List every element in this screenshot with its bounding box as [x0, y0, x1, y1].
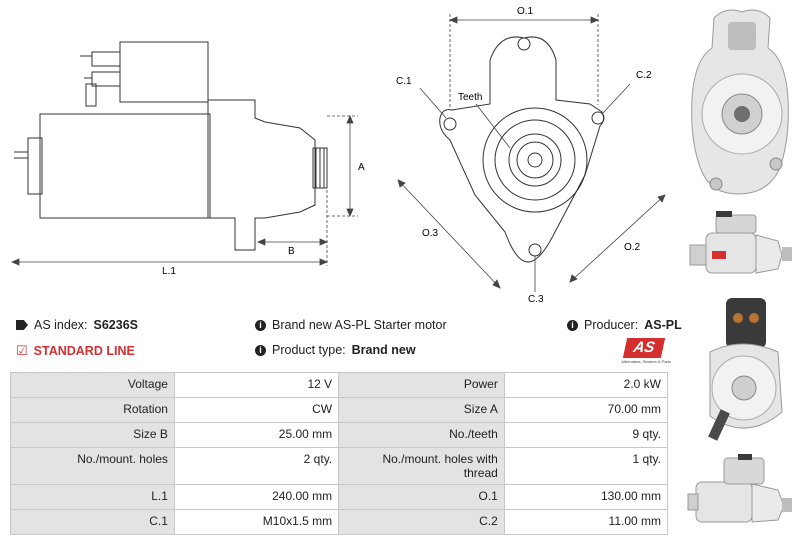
- spec-label: No./mount. holes with thread: [338, 447, 505, 485]
- spec-label: No./mount. holes: [10, 447, 175, 485]
- checkbox-icon: ☑: [16, 343, 28, 358]
- as-index-value: S6236S: [93, 318, 138, 332]
- spec-value: CW: [173, 397, 340, 423]
- spec-value: 11.00 mm: [503, 509, 669, 535]
- label-b: B: [288, 246, 295, 257]
- producer-label: Producer:: [584, 318, 639, 332]
- product-type-value: Brand new: [351, 343, 416, 357]
- product-type-row: i Product type: Brand new: [255, 343, 416, 357]
- label-teeth: Teeth: [458, 92, 482, 103]
- side-view-drawing: A B L.1: [10, 41, 365, 277]
- logo-tagline: Alternators, Starters & Parts: [621, 359, 671, 364]
- producer-value: AS-PL: [644, 318, 682, 332]
- spec-value: 2 qty.: [173, 447, 340, 485]
- spec-label: No./teeth: [338, 422, 505, 448]
- spec-value: 12 V: [173, 372, 340, 398]
- as-index-row: AS index: S6236S: [16, 318, 138, 332]
- spec-label: C.2: [338, 509, 505, 535]
- info-icon: i: [255, 344, 266, 356]
- label-o2: O.2: [624, 242, 641, 253]
- spec-label: O.1: [338, 484, 505, 510]
- spec-label: C.1: [10, 509, 175, 535]
- description-row: i Brand new AS-PL Starter motor: [255, 318, 447, 332]
- spec-label: Rotation: [10, 397, 175, 423]
- spec-value: 9 qty.: [503, 422, 669, 448]
- product-photo-side: [689, 211, 792, 274]
- spec-value: 130.00 mm: [503, 484, 669, 510]
- label-c1: C.1: [396, 76, 412, 87]
- label-o3: O.3: [422, 228, 439, 239]
- standard-line-row: ☑ STANDARD LINE: [16, 343, 135, 359]
- spec-label: Voltage: [10, 372, 175, 398]
- label-c2: C.2: [636, 70, 652, 81]
- tag-icon: [16, 320, 28, 330]
- product-photo-angle: [687, 454, 792, 523]
- spec-label: L.1: [10, 484, 175, 510]
- spec-value: 25.00 mm: [173, 422, 340, 448]
- info-icon: i: [567, 319, 578, 331]
- logo-mark: AS: [622, 338, 666, 358]
- product-description: Brand new AS-PL Starter motor: [272, 318, 447, 332]
- producer-row: i Producer: AS-PL: [567, 318, 682, 332]
- label-l1: L.1: [162, 266, 176, 277]
- spec-value: M10x1.5 mm: [173, 509, 340, 535]
- spec-value: 240.00 mm: [173, 484, 340, 510]
- as-index-label: AS index:: [34, 318, 88, 332]
- as-pl-logo: AS Alternators, Starters & Parts: [605, 338, 671, 366]
- label-c3: C.3: [528, 294, 544, 305]
- spec-value: 1 qty.: [503, 447, 669, 485]
- product-type-label: Product type:: [272, 343, 346, 357]
- product-photo-rear: [708, 298, 783, 441]
- info-icon: i: [255, 319, 266, 331]
- spec-label: Size B: [10, 422, 175, 448]
- spec-value: 70.00 mm: [503, 397, 669, 423]
- label-o1: O.1: [517, 6, 534, 17]
- product-photo-front: [691, 9, 789, 195]
- spec-label: Size A: [338, 397, 505, 423]
- spec-label: Power: [338, 372, 505, 398]
- front-view-drawing: O.1 C.1 C.2 Teeth O.3 O.2 C.3: [396, 6, 666, 305]
- label-a: A: [358, 162, 365, 173]
- spec-value: 2.0 kW: [503, 372, 669, 398]
- standard-line-label: STANDARD LINE: [33, 344, 135, 358]
